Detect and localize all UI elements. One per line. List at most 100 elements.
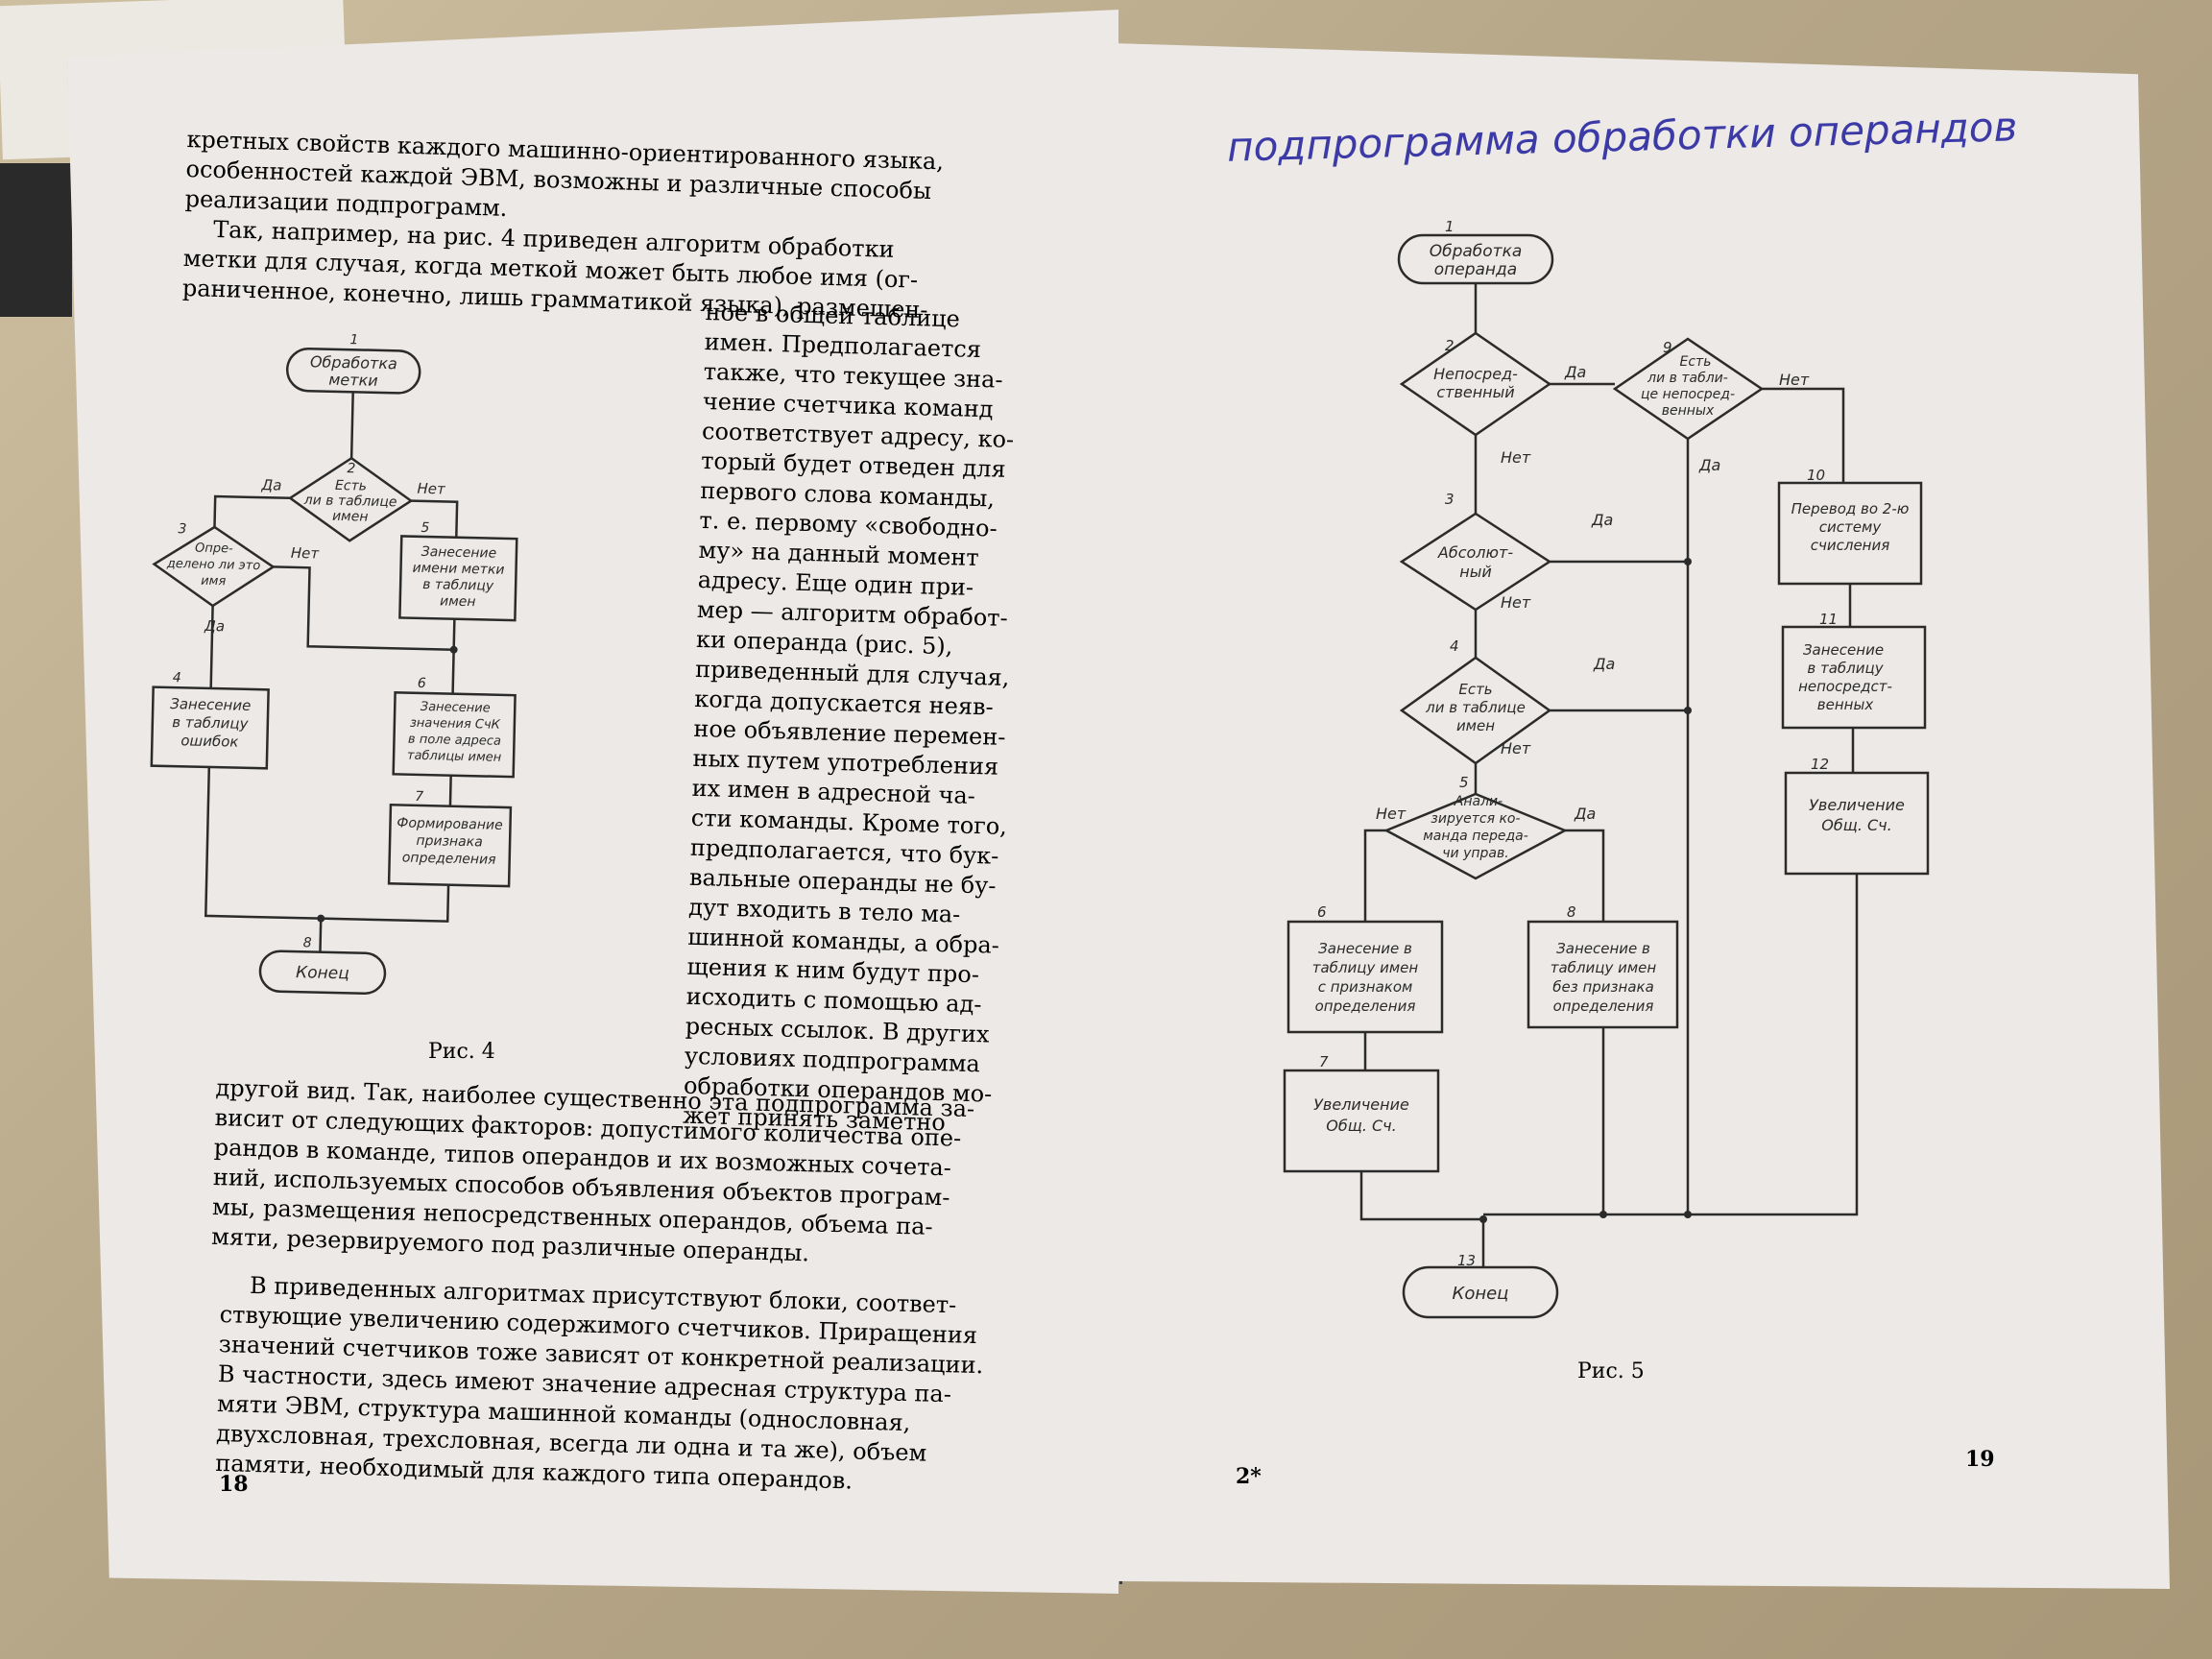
fig4-process-5 <box>398 535 518 622</box>
fig5-b8-line4: определения <box>1553 998 1654 1015</box>
fig4-b8-label: Конец <box>296 963 349 983</box>
fig4-b2-line2: ли в таблице <box>303 493 397 510</box>
fig4-b1-line1: Обработка <box>310 352 397 373</box>
fig4-b6-line2: значения СчК <box>410 716 501 733</box>
fig4-b3-line2: делено ли это <box>166 557 261 573</box>
fig5-b3-yes: Да <box>1591 511 1613 529</box>
fig5-b7-line2: Общ. Сч. <box>1326 1117 1396 1135</box>
right-page <box>1114 43 2170 1589</box>
fig5-b6-line2: таблицу имен <box>1312 959 1419 976</box>
fig4-b3-line3: имя <box>201 574 227 589</box>
fig4-b3-no: Нет <box>291 544 321 563</box>
fig4-b4-num: 4 <box>173 670 181 685</box>
fig5-b11-num: 11 <box>1819 611 1838 628</box>
fig5-b8-line3: без признака <box>1552 978 1654 996</box>
fig5-b2-no: Нет <box>1501 448 1531 467</box>
fig5-b1-line1: Обработка <box>1430 242 1523 261</box>
fig5-b6-num: 6 <box>1317 903 1327 921</box>
fig5-b1-line2: операнда <box>1434 260 1517 279</box>
figure-4-caption: Рис. 4 <box>428 1040 495 1064</box>
fig5-b9-line1: Есть <box>1680 354 1712 370</box>
fig5-b8-num: 8 <box>1567 903 1576 921</box>
fig4-b4-line2: в таблицу <box>172 713 250 733</box>
fig5-b4-no: Нет <box>1501 739 1531 757</box>
fig5-b8-line1: Занесение в <box>1556 940 1650 957</box>
fig5-b3-line2: ный <box>1459 563 1492 581</box>
fig4-b2-line3: имен <box>332 509 369 525</box>
fig5-b4-line2: ли в таблице <box>1425 699 1526 716</box>
fig4-b5-line2: имени метки <box>412 561 504 578</box>
fig5-b10-line3: счисления <box>1811 537 1890 554</box>
fig5-b13-label: Конец <box>1453 1284 1509 1304</box>
fig5-b2-line1: Непосред- <box>1433 365 1518 383</box>
fig4-decision-2 <box>287 456 414 542</box>
left-page <box>67 10 1118 1594</box>
fig5-b6-line1: Занесение в <box>1318 940 1412 957</box>
fig4-b5-line1: Занесение <box>421 544 497 562</box>
fig4-b1-num: 1 <box>349 332 358 348</box>
fig5-end-terminator <box>1402 1265 1559 1319</box>
fig4-b5-line3: в таблицу <box>422 577 494 594</box>
fig4-b1-line2: метки <box>328 371 378 390</box>
fig5-b5-num: 5 <box>1459 774 1469 791</box>
fig5-b9-line4: венных <box>1662 403 1715 419</box>
fig5-b4-line3: имен <box>1456 717 1495 734</box>
fig4-b6-line3: в поле адреса <box>408 733 501 749</box>
right-page-marker: 2* <box>1236 1464 1262 1489</box>
fig4-b6-line4: таблицы имен <box>407 749 502 765</box>
fig4-b3-line1: Опре- <box>195 541 233 557</box>
fig5-b5-line1: Анали- <box>1454 794 1503 809</box>
fig4-b2-line1: Есть <box>335 478 367 494</box>
left-text-top: кретных свойств каждого машинно-ориентир… <box>181 125 945 325</box>
fig4-b5-num: 5 <box>421 520 429 536</box>
fig4-b3-num: 3 <box>178 521 186 537</box>
figure-5-flowchart: 1 Обработка операнда 2 Непосред- ственны… <box>1283 218 1930 1319</box>
left-text-paragraph-2: В приведенных алгоритмах присутствуют бл… <box>215 1270 985 1500</box>
left-page-number: 18 <box>219 1472 249 1497</box>
fig5-b3-line1: Абсолют- <box>1437 543 1513 562</box>
fig5-b8-line2: таблицу имен <box>1551 959 1657 976</box>
fig5-b7-line1: Увеличение <box>1313 1095 1409 1114</box>
right-page-number: 19 <box>1965 1447 1995 1472</box>
fig4-b5-line4: имен <box>440 593 476 610</box>
fig5-b10-num: 10 <box>1807 467 1825 484</box>
fig5-b10-line2: систему <box>1819 518 1883 536</box>
fig4-b7-num: 7 <box>415 789 423 805</box>
fig5-b4-num: 4 <box>1450 637 1459 655</box>
fig5-b6-line3: с признаком <box>1318 978 1413 996</box>
fig5-b9-line3: це непосред- <box>1641 387 1735 402</box>
fig5-b12-line1: Увеличение <box>1809 796 1905 814</box>
fig4-b7-line1: Формирование <box>397 815 503 832</box>
fig5-b12-line2: Общ. Сч. <box>1821 816 1891 834</box>
background-object <box>0 163 72 317</box>
fig5-b9-yes: Да <box>1698 456 1720 474</box>
fig4-b8-num: 8 <box>302 935 311 950</box>
figure-4-flowchart: 1 Обработка метки 2 Есть ли в таблице им… <box>150 332 518 995</box>
fig4-process-6 <box>392 691 517 779</box>
figure-5-caption: Рис. 5 <box>1577 1359 1645 1383</box>
fig5-process-6 <box>1286 920 1444 1034</box>
fig5-b9-line2: ли в табли- <box>1647 371 1728 386</box>
fig4-b2-yes: Да <box>260 476 281 493</box>
fig5-b11-line4: венных <box>1817 696 1874 713</box>
fig4-b2-num: 2 <box>347 461 355 476</box>
fig5-b9-no: Нет <box>1779 371 1810 389</box>
fig5-b4-yes: Да <box>1593 655 1615 673</box>
fig4-b4-line3: ошибок <box>180 732 239 750</box>
fig4-b6-line1: Занесение <box>421 700 491 716</box>
fig5-b1-num: 1 <box>1445 218 1455 235</box>
fig5-b5-line3: манда переда- <box>1423 829 1528 844</box>
fig5-b9-num: 9 <box>1663 339 1672 356</box>
left-text-bottom: другой вид. Так, наиболее существенно эт… <box>211 1073 975 1273</box>
fig4-b7-line3: определения <box>402 851 496 868</box>
fig5-b5-no: Нет <box>1376 805 1407 823</box>
fig5-b4-line1: Есть <box>1458 681 1492 698</box>
fig5-b7-num: 7 <box>1319 1053 1329 1070</box>
fig5-b3-num: 3 <box>1445 491 1455 508</box>
fig5-b11-line2: в таблицу <box>1807 660 1884 677</box>
fig5-b2-line2: ственный <box>1436 383 1514 401</box>
fig4-b2-no: Нет <box>417 480 446 498</box>
fig5-b5-yes: Да <box>1574 805 1596 823</box>
fig4-b7-line2: признака <box>416 833 483 851</box>
